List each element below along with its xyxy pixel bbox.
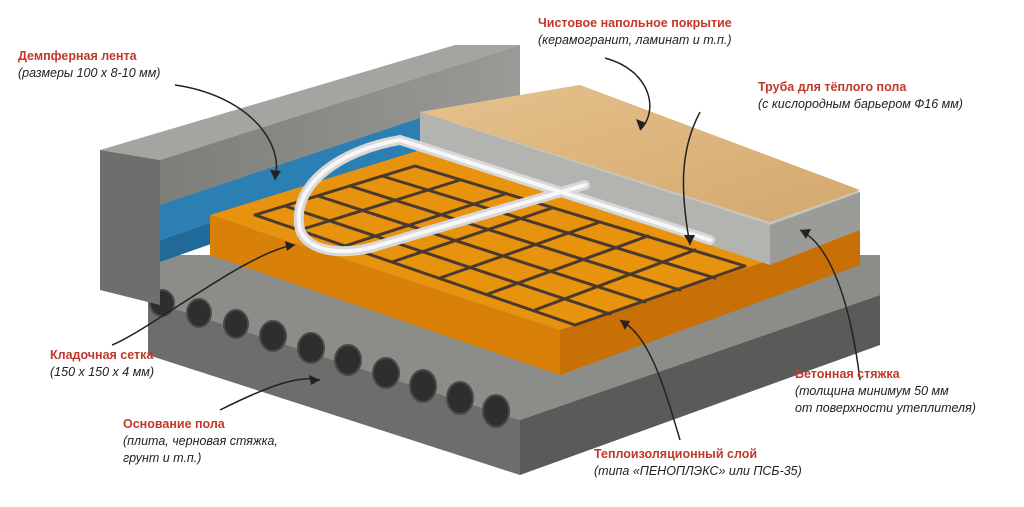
insulation-subtitle: (типа «ПЕНОПЛЭКС» или ПСБ-35) (594, 463, 802, 480)
label-floor-finish: Чистовое напольное покрытие (керамограни… (538, 15, 732, 49)
floor-finish-subtitle: (керамогранит, ламинат и т.п.) (538, 32, 732, 49)
screed-title: Бетонная стяжка (795, 366, 976, 383)
damper-tape-title: Демпферная лента (18, 48, 160, 65)
screed-subtitle-line2: от поверхности утеплителя) (795, 400, 976, 417)
insulation-title: Теплоизоляционный слой (594, 446, 802, 463)
label-base: Основание пола (плита, черновая стяжка, … (123, 416, 278, 467)
base-subtitle-line2: грунт и т.п.) (123, 450, 278, 467)
label-insulation: Теплоизоляционный слой (типа «ПЕНОПЛЭКС»… (594, 446, 802, 480)
wall-left-end (100, 150, 160, 305)
base-subtitle-line1: (плита, черновая стяжка, (123, 433, 278, 450)
base-title: Основание пола (123, 416, 278, 433)
mesh-subtitle: (150 х 150 х 4 мм) (50, 364, 154, 381)
damper-tape-subtitle: (размеры 100 х 8-10 мм) (18, 65, 160, 82)
pipe-title: Труба для тёплого пола (758, 79, 963, 96)
label-mesh: Кладочная сетка (150 х 150 х 4 мм) (50, 347, 154, 381)
floor-finish-title: Чистовое напольное покрытие (538, 15, 732, 32)
label-pipe: Труба для тёплого пола (с кислородным ба… (758, 79, 963, 113)
screed-subtitle-line1: (толщина минимум 50 мм (795, 383, 976, 400)
pipe-subtitle: (с кислородным барьером Ф16 мм) (758, 96, 963, 113)
label-screed: Бетонная стяжка (толщина минимум 50 мм о… (795, 366, 976, 417)
label-damper-tape: Демпферная лента (размеры 100 х 8-10 мм) (18, 48, 160, 82)
mesh-title: Кладочная сетка (50, 347, 154, 364)
